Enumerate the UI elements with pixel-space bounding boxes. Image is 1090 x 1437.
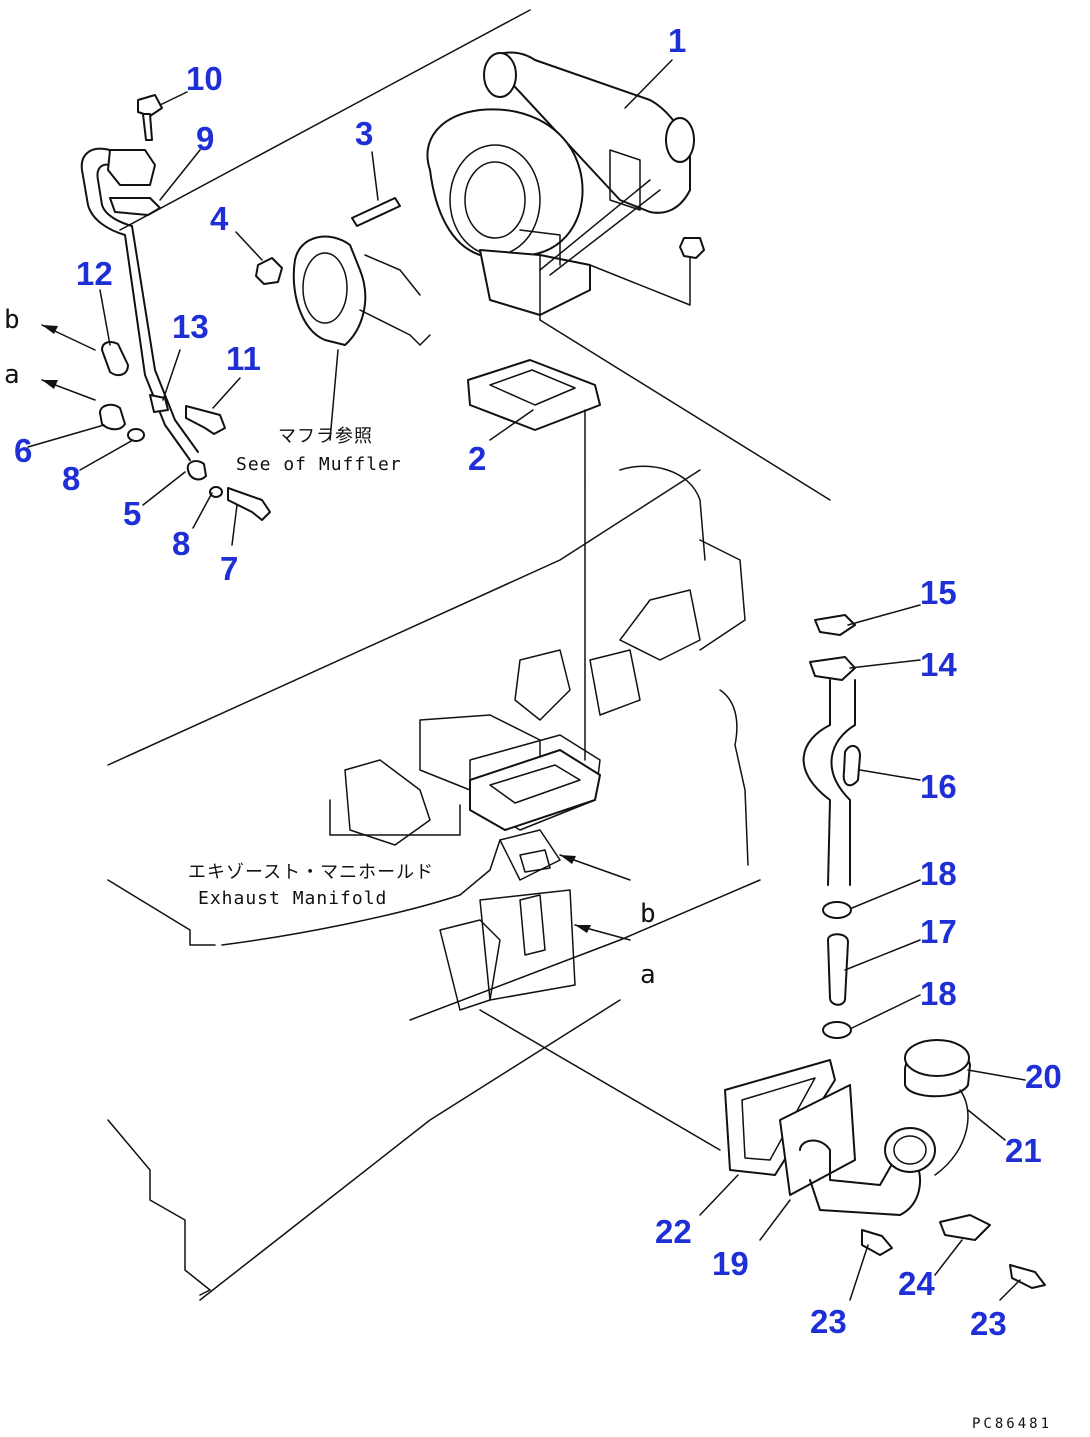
turbocharger: [426, 51, 705, 316]
turbo-gasket: [467, 359, 601, 431]
notes: マフラ参照 See of Muffler エキゾースト・マニホールド Exhau…: [188, 426, 434, 909]
arrow-letter-a-left: a: [4, 360, 20, 390]
oil-pipe-assembly: [80, 94, 271, 521]
callout-numbers: 1 2 3 4 5 6 7 8 8 9 10 11 12 13 14 15 16…: [14, 22, 1062, 1342]
callout-9: 9: [196, 120, 214, 157]
callout-21: 21: [1005, 1132, 1042, 1169]
callout-20: 20: [1025, 1058, 1062, 1095]
callout-4: 4: [210, 200, 229, 237]
drawing-code: PC86481: [972, 1416, 1052, 1432]
callout-15: 15: [920, 574, 957, 611]
manifold-note-en: Exhaust Manifold: [198, 888, 387, 909]
arrow-letter-a-right: a: [640, 960, 656, 990]
callout-14: 14: [920, 646, 957, 683]
pipe-assembly-right: [802, 614, 861, 1039]
callout-19: 19: [712, 1245, 749, 1282]
callout-23a: 23: [810, 1303, 847, 1340]
callout-10: 10: [186, 60, 223, 97]
callout-8b: 8: [172, 525, 190, 562]
callout-17: 17: [920, 913, 957, 950]
arrow-letter-b-left: b: [4, 305, 20, 335]
callout-23b: 23: [970, 1305, 1007, 1342]
oil-filler-assembly: [724, 1039, 1046, 1289]
callout-18a: 18: [920, 855, 957, 892]
callout-13: 13: [172, 308, 209, 345]
callout-6: 6: [14, 432, 32, 469]
callout-8a: 8: [62, 460, 80, 497]
callout-11: 11: [226, 340, 261, 377]
callout-18b: 18: [920, 975, 957, 1012]
reference-arrows: [41, 324, 631, 941]
stud-bolt: [351, 197, 401, 227]
leader-lines: [27, 59, 1026, 1301]
muffler-note-en: See of Muffler: [236, 454, 402, 475]
callout-12: 12: [76, 255, 113, 292]
callout-5: 5: [123, 495, 141, 532]
manifold-note-ja: エキゾースト・マニホールド: [188, 862, 434, 883]
callout-7: 7: [220, 550, 238, 587]
callout-16: 16: [920, 768, 957, 805]
muffler-note-ja: マフラ参照: [278, 426, 373, 447]
arrow-letter-b-right: b: [640, 899, 656, 929]
muffler-flange: [292, 235, 431, 346]
callout-2: 2: [468, 440, 486, 477]
callout-1: 1: [668, 22, 686, 59]
nut: [255, 257, 283, 285]
exhaust-manifold-flange: [469, 749, 601, 873]
callout-24: 24: [898, 1265, 935, 1302]
callout-22: 22: [655, 1213, 692, 1250]
callout-3: 3: [355, 115, 373, 152]
arrow-letters: b a b a: [4, 305, 656, 990]
